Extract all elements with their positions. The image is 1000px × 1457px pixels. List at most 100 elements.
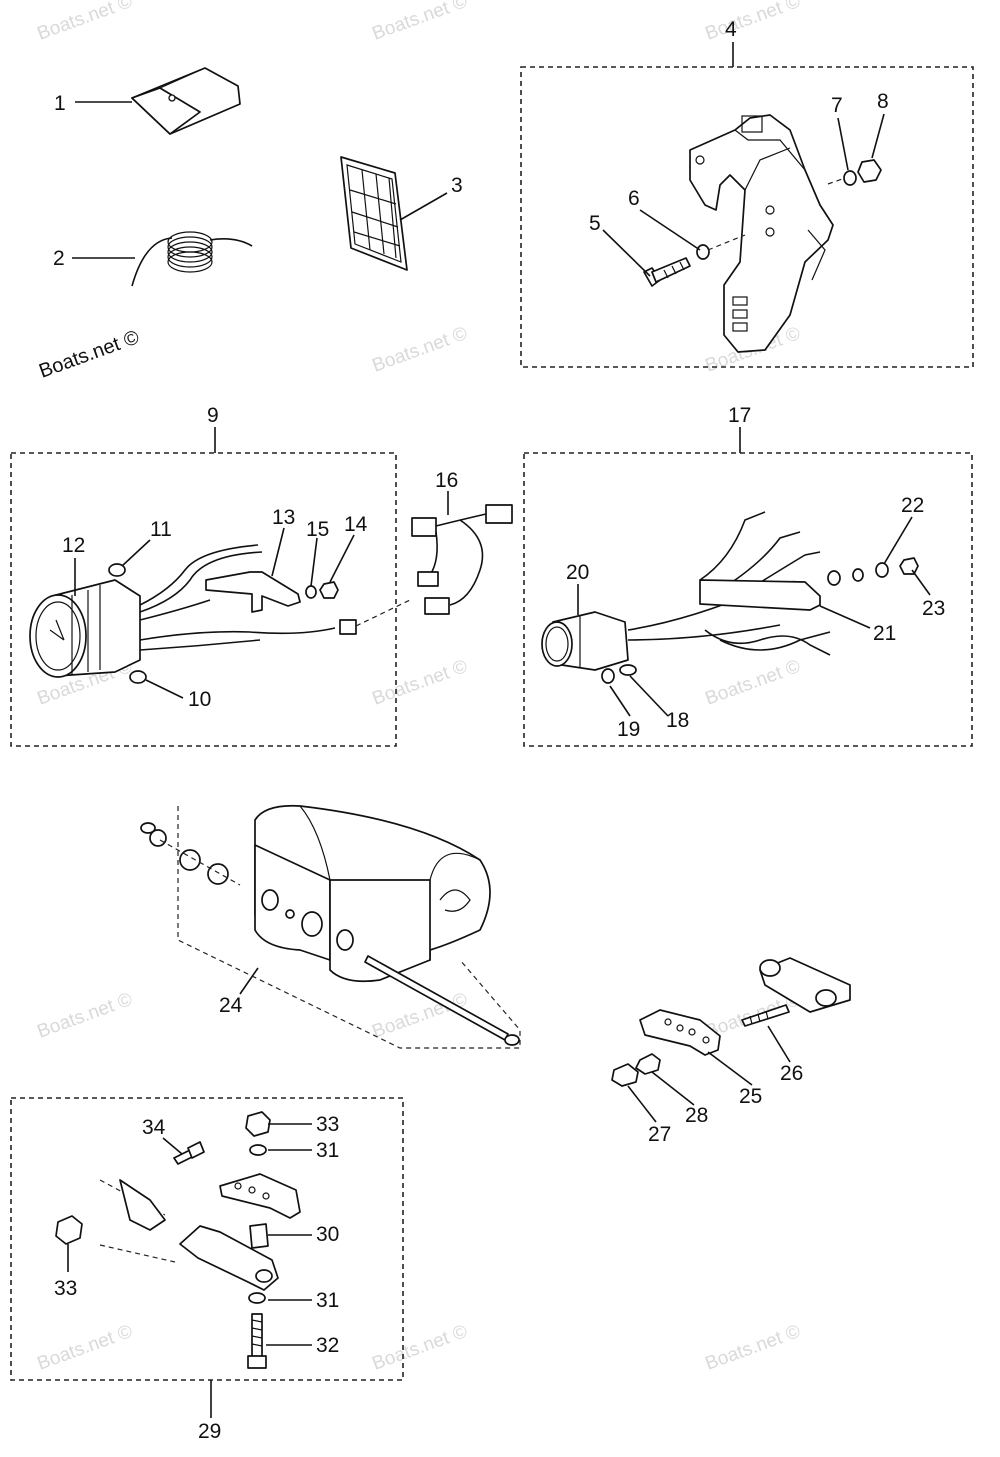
gauge-wire-d xyxy=(139,639,261,651)
part-6-washer xyxy=(696,244,710,260)
callout-15: 15 xyxy=(306,518,329,541)
part-33-nut xyxy=(245,1111,271,1137)
gauge-connector xyxy=(339,619,357,635)
callout-3: 3 xyxy=(451,174,463,197)
callout-5: 5 xyxy=(589,212,601,235)
callout-10: 10 xyxy=(188,688,211,711)
part-21-bracket xyxy=(699,579,821,611)
callout-14: 14 xyxy=(344,513,368,536)
leader-lines xyxy=(67,42,931,1418)
group-box-29 xyxy=(10,1097,404,1381)
part-19-cap xyxy=(601,668,615,684)
callout-25: 25 xyxy=(739,1085,762,1108)
callout-2: 2 xyxy=(53,247,65,270)
gauge-wire-c xyxy=(139,599,211,621)
part-11-bulb xyxy=(108,563,126,577)
part-3-decal xyxy=(340,156,408,271)
callout-1: 1 xyxy=(54,92,66,115)
callout-32: 32 xyxy=(316,1334,339,1357)
part-31-washer xyxy=(249,1144,267,1156)
callout-33: 33 xyxy=(316,1113,339,1136)
watermark: Boats.net © xyxy=(703,0,804,45)
callout-labels: 1 2 3 4 5 6 7 8 9 10 11 12 13 14 15 16 1… xyxy=(53,18,945,1443)
nut-axis-line xyxy=(827,177,846,185)
part-10-bulb xyxy=(129,670,147,684)
callout-21: 21 xyxy=(873,622,896,645)
gauge-wire-a xyxy=(139,544,259,606)
gauge-cable xyxy=(139,627,336,641)
watermark: Boats.net © xyxy=(35,1321,136,1375)
watermark: Boats.net © xyxy=(370,989,471,1043)
callout-31: 31 xyxy=(316,1289,339,1312)
callout-12: 12 xyxy=(62,534,85,557)
part-20-gauge xyxy=(541,611,629,671)
watermark: Boats.net © xyxy=(370,323,471,377)
part-22-washer xyxy=(852,568,864,582)
callout-34: 34 xyxy=(142,1116,166,1139)
callout-31: 31 xyxy=(316,1139,339,1162)
gauge-wire-j xyxy=(704,629,831,656)
steering-arm xyxy=(99,1179,279,1291)
callout-8: 8 xyxy=(877,90,889,113)
credit-text: Boats.net © xyxy=(36,326,142,383)
part-18-bulb xyxy=(619,664,637,676)
part-5-bolt xyxy=(643,257,691,287)
watermark: Boats.net © xyxy=(703,656,804,710)
gauge-wire-b xyxy=(139,551,263,613)
part-23-nut xyxy=(899,557,919,575)
callout-26: 26 xyxy=(780,1062,803,1085)
part-25-plate xyxy=(639,1009,721,1056)
callout-17: 17 xyxy=(728,404,751,427)
group-box-4 xyxy=(520,66,974,368)
callout-20: 20 xyxy=(566,561,589,584)
callout-11: 11 xyxy=(150,518,172,541)
connector-axis-line xyxy=(355,599,411,627)
steering-link xyxy=(759,957,851,1013)
part-28-washer xyxy=(635,1053,661,1075)
callout-23: 23 xyxy=(922,597,945,620)
callout-22: 22 xyxy=(901,494,924,517)
part-34-bolt xyxy=(173,1141,205,1165)
callout-18: 18 xyxy=(666,709,689,732)
part-8-nut xyxy=(857,159,882,183)
callout-6: 6 xyxy=(628,187,640,210)
callout-28: 28 xyxy=(685,1104,708,1127)
part-32-bolt xyxy=(247,1313,267,1369)
callout-4: 4 xyxy=(725,18,737,41)
steering-bracket xyxy=(219,1173,301,1219)
part-30-bushing xyxy=(249,1223,269,1249)
part-33-nut xyxy=(55,1215,83,1245)
bolt-axis-line xyxy=(707,234,746,251)
gauge-wire-f xyxy=(627,624,781,641)
watermark: Boats.net © xyxy=(35,989,136,1043)
part-24-kit xyxy=(140,804,521,1049)
gauge-wire-g xyxy=(699,511,766,581)
callout-9: 9 xyxy=(207,404,219,427)
watermark: Boats.net © xyxy=(370,656,471,710)
callout-19: 19 xyxy=(617,718,640,741)
part-27-nut xyxy=(611,1063,639,1087)
part-12-gauge xyxy=(29,579,141,678)
watermark: Boats.net © xyxy=(703,1321,804,1375)
part-15-washer xyxy=(305,585,317,599)
callout-16: 16 xyxy=(435,469,458,492)
part-4-bracket xyxy=(689,114,834,353)
group-box-17 xyxy=(523,452,973,747)
part-22-washer xyxy=(875,562,889,578)
gauge-wire-k xyxy=(719,631,831,651)
watermark: Boats.net © xyxy=(370,0,471,45)
watermark-layer: Boats.net © Boats.net © Boats.net © Boat… xyxy=(35,0,804,1375)
part-14-nut xyxy=(319,581,339,599)
part-26-stud xyxy=(741,1004,790,1027)
part-22-washer xyxy=(827,570,841,586)
callout-27: 27 xyxy=(648,1123,671,1146)
callout-30: 30 xyxy=(316,1223,339,1246)
part-16-harness xyxy=(411,504,513,615)
callout-24: 24 xyxy=(219,994,243,1017)
callout-29: 29 xyxy=(198,1420,221,1443)
part-31-washer xyxy=(248,1292,266,1304)
callout-7: 7 xyxy=(831,94,843,117)
callout-33: 33 xyxy=(54,1277,77,1300)
group-box-9 xyxy=(10,452,397,747)
